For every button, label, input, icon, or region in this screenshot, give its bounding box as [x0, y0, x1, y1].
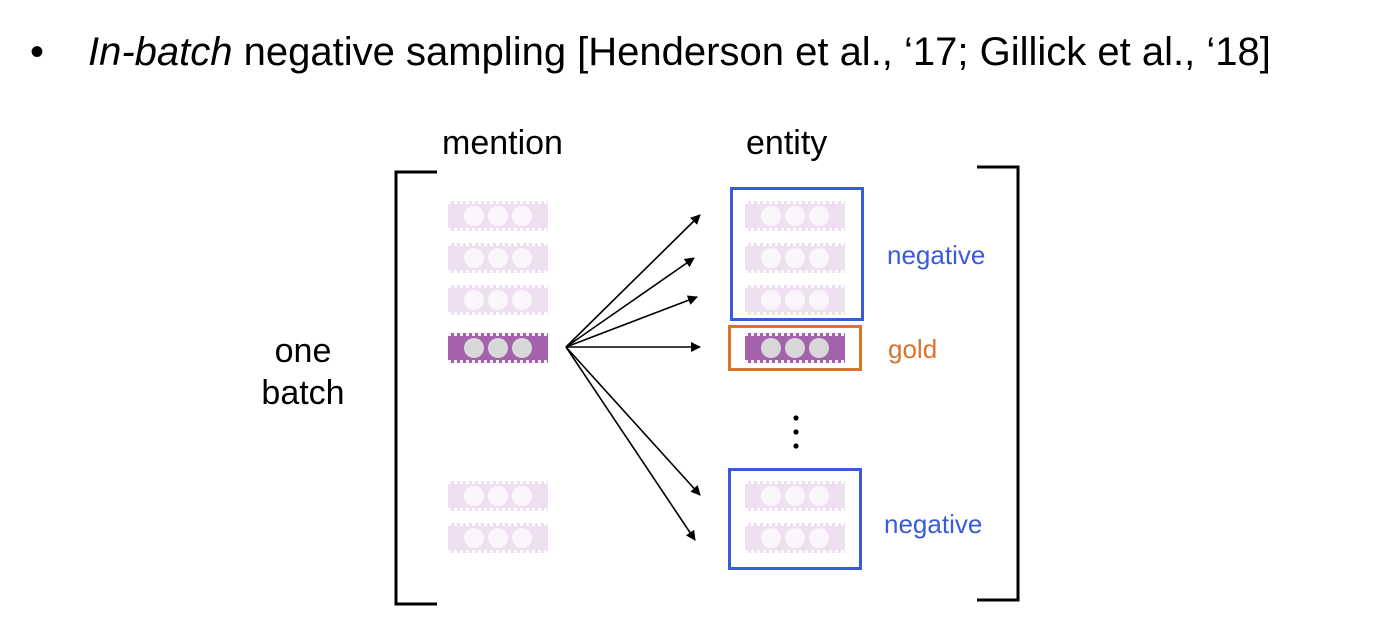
entity-column-label: entity: [746, 124, 828, 162]
bullet-point: •: [30, 30, 45, 74]
entity-vector: [745, 243, 845, 273]
mention-vector: [448, 523, 548, 553]
heading-italic: In-batch: [88, 30, 233, 74]
mention-vector-selected: [448, 333, 548, 363]
arrow-to-entity-2: [565, 257, 695, 348]
arrow-to-entity-1: [565, 214, 701, 348]
negative-label-bottom: negative: [884, 509, 983, 539]
batch-label-line2: batch: [261, 374, 345, 412]
negative-group-box-top: [730, 187, 864, 321]
negative-group-box-bottom: [728, 468, 862, 570]
negative-label-top: negative: [887, 240, 986, 270]
heading-bullet-line: • In-batch negative sampling [Henderson e…: [30, 28, 1271, 76]
mention-vector: [448, 481, 548, 511]
vertical-ellipsis-icon: [793, 415, 799, 449]
arrow-to-entity-6: [565, 346, 696, 541]
entity-vector-gold: [745, 333, 845, 363]
entity-vector: [745, 481, 845, 511]
arrow-to-entity-3: [565, 295, 698, 348]
mention-vector: [448, 243, 548, 273]
mention-column-label: mention: [442, 124, 563, 162]
batch-label: one batch: [256, 330, 350, 414]
gold-box: [728, 325, 862, 371]
batch-label-line1: one: [274, 332, 332, 370]
mention-vector: [448, 285, 548, 315]
mention-vector: [448, 201, 548, 231]
gold-label: gold: [888, 334, 938, 364]
left-bracket: [394, 170, 437, 606]
entity-vector: [745, 523, 845, 553]
heading-text: negative sampling [Henderson et al., ‘17…: [232, 30, 1271, 74]
right-bracket: [977, 165, 1020, 602]
entity-vector: [745, 201, 845, 231]
entity-vector: [745, 285, 845, 315]
vertical-ellipsis: [786, 412, 806, 452]
arrow-to-entity-5: [565, 346, 701, 496]
